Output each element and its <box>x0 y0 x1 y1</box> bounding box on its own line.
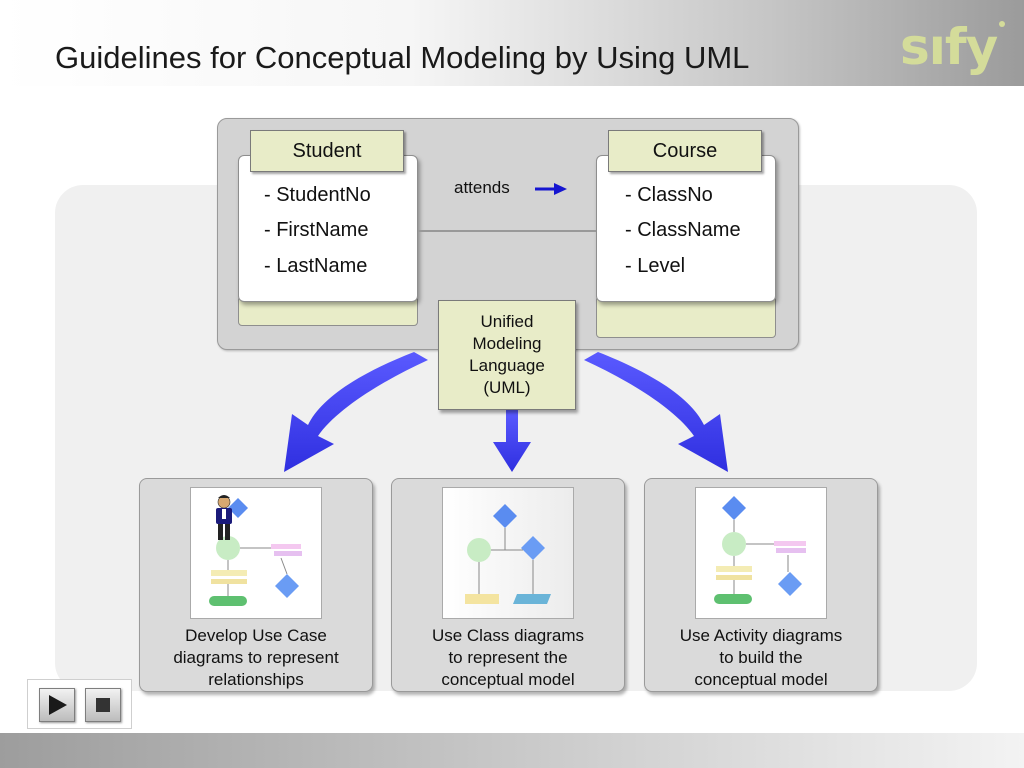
caption-line: conceptual model <box>441 670 575 689</box>
activity-diagram-caption: Use Activity diagrams to build the conce… <box>651 625 871 691</box>
course-attribute: - Level <box>625 255 686 277</box>
use-case-caption: Develop Use Case diagrams to represent r… <box>146 625 366 691</box>
class-diagram-caption: Use Class diagrams to represent the conc… <box>398 625 618 691</box>
caption-line: relationships <box>208 670 304 689</box>
caption-line: to build the <box>719 648 803 667</box>
caption-line: Use Class diagrams <box>431 626 585 645</box>
title-band <box>0 0 1024 86</box>
class-diagram-card: Use Class diagrams to represent the conc… <box>391 478 625 692</box>
actor-icon <box>216 495 232 540</box>
student-attribute: - StudentNo <box>264 184 371 206</box>
student-class-name: Student <box>250 130 404 172</box>
activity-diagram-thumbnail <box>695 487 827 619</box>
association-label: attends <box>454 178 510 197</box>
play-button[interactable] <box>39 688 75 722</box>
class-diagram-thumbnail <box>442 487 574 619</box>
association-line <box>418 230 596 232</box>
use-case-diagram-icon <box>209 495 302 606</box>
caption-line: conceptual model <box>694 670 828 689</box>
navigation-controls <box>27 679 132 729</box>
caption-line: diagrams to represent <box>173 648 339 667</box>
slide-title: Guidelines for Conceptual Modeling by Us… <box>55 40 750 75</box>
caption-line: Develop Use Case <box>185 626 327 645</box>
course-class-card: - ClassNo - ClassName - Level <box>596 155 776 302</box>
activity-diagram-icon <box>714 496 806 604</box>
uml-label-line: Unified <box>480 312 534 331</box>
sify-logo: sıfy <box>900 18 998 76</box>
activity-diagram-card: Use Activity diagrams to build the conce… <box>644 478 878 692</box>
class-diagram-icon <box>465 504 551 604</box>
play-icon <box>49 695 67 715</box>
stop-icon <box>96 698 110 712</box>
caption-line: Use Activity diagrams <box>679 626 843 645</box>
footer-band <box>0 733 1024 768</box>
uml-label-line: (UML) <box>483 378 531 397</box>
uml-label-line: Language <box>469 356 545 375</box>
stop-button[interactable] <box>85 688 121 722</box>
course-attribute: - ClassName <box>625 219 741 241</box>
course-class-name: Course <box>608 130 762 172</box>
use-case-thumbnail <box>190 487 322 619</box>
course-class-footer <box>596 296 776 338</box>
course-attribute: - ClassNo <box>625 184 713 206</box>
student-attribute: - LastName <box>264 255 368 277</box>
caption-line: to represent the <box>448 648 568 667</box>
uml-center-box: Unified Modeling Language (UML) <box>438 300 576 410</box>
logo-dot <box>999 21 1005 27</box>
uml-label-line: Modeling <box>472 334 542 353</box>
student-class-card: - StudentNo - FirstName - LastName <box>238 155 418 302</box>
use-case-card: Develop Use Case diagrams to represent r… <box>139 478 373 692</box>
student-attribute: - FirstName <box>264 219 369 241</box>
